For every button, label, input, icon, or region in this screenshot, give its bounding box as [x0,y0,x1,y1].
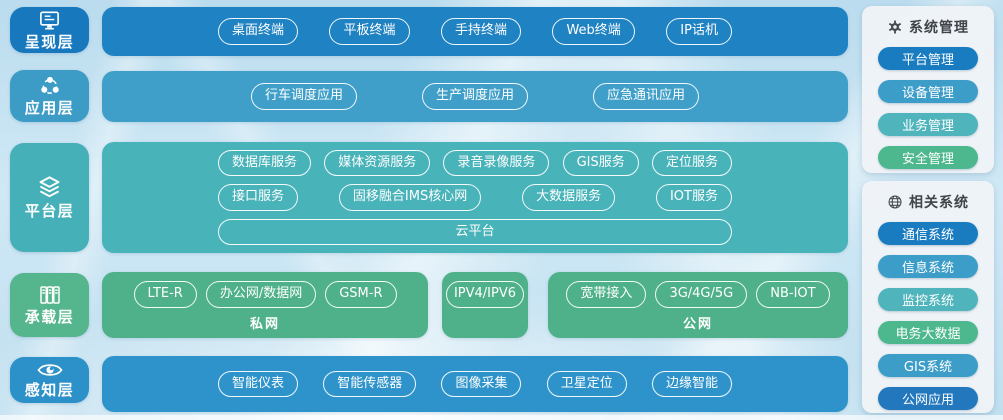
gis-system-button: GIS系统 [878,354,978,377]
application-pills: 行车调度应用 生产调度应用 应急通讯应用 [251,83,699,110]
pill-office-data-network: 办公网/数据网 [205,281,317,308]
pill-train-dispatch-app: 行车调度应用 [251,83,358,110]
layers-icon [36,174,63,201]
pill-edge-intelligence: 边缘智能 [651,370,732,398]
pill-iot-service: IOT服务 [655,184,732,211]
business-management-button: 业务管理 [878,113,978,136]
pill-interface-service: 接口服务 [218,184,299,211]
related-systems-panel: 相关系统 通信系统 信息系统 监控系统 电务大数据 GIS系统 公网应用 [862,181,994,413]
communication-system-button: 通信系统 [878,222,978,245]
related-systems-header: 相关系统 [887,192,969,212]
public-network-pills: 宽带接入 3G/4G/5G NB-IOT [566,281,830,308]
public-network-app-button: 公网应用 [878,387,978,410]
pill-production-dispatch-app: 生产调度应用 [421,83,528,110]
device-management-button: 设备管理 [878,80,978,103]
layer-label-text: 呈现层 [24,32,75,51]
presentation-pills: 桌面终端 平板终端 手持终端 Web终端 IP话机 [218,18,732,45]
electrical-big-data-button: 电务大数据 [878,321,978,344]
layer-label-perception: 感知层 [10,357,89,403]
pill-lte-r: LTE-R [133,281,197,308]
layer-label-text: 感知层 [24,381,75,400]
ip-protocol-pills: IPV4/IPV6 [445,281,525,308]
platform-pills-row2: 接口服务 固移融合IMS核心网 大数据服务 IOT服务 [218,184,732,211]
layer-label-presentation: 呈现层 [10,7,89,53]
eye-icon [36,360,63,380]
public-network-group: 宽带接入 3G/4G/5G NB-IOT 公网 [548,272,848,338]
gear-icon [887,19,903,35]
system-management-panel: 系统管理 平台管理 设备管理 业务管理 安全管理 [862,6,994,173]
monitoring-system-button: 监控系统 [878,288,978,311]
platform-management-button: 平台管理 [878,47,978,70]
platform-pills-row3: 云平台 [218,218,732,246]
pill-web-terminal: Web终端 [552,18,635,45]
monitor-icon [38,9,61,32]
ip-protocol-group: IPV4/IPV6 [442,272,528,338]
perception-row: 智能仪表 智能传感器 图像采集 卫星定位 边缘智能 [102,356,848,412]
layer-label-text: 平台层 [24,202,75,221]
pill-tablet-terminal: 平板终端 [329,18,410,45]
pill-ip-phone: IP话机 [666,18,732,45]
pill-ipv4-ipv6: IPV4/IPV6 [445,281,525,308]
platform-row: 数据库服务 媒体资源服务 录音录像服务 GIS服务 定位服务 接口服务 固移融合… [102,142,848,253]
pill-smart-sensor: 智能传感器 [323,370,417,398]
public-network-label: 公网 [682,316,713,332]
bearer-row: LTE-R 办公网/数据网 GSM-R 私网 IPV4/IPV6 宽带接入 3G… [102,272,848,338]
pill-desktop-terminal: 桌面终端 [218,18,299,45]
information-system-button: 信息系统 [878,255,978,278]
pill-broadband-access: 宽带接入 [566,281,647,308]
related-systems-title: 相关系统 [909,195,969,211]
pill-gsm-r: GSM-R [325,281,397,308]
system-management-header: 系统管理 [887,17,969,37]
pill-handheld-terminal: 手持终端 [440,18,521,45]
racks-icon [38,283,62,307]
pill-satellite-positioning: 卫星定位 [546,370,627,398]
application-row: 行车调度应用 生产调度应用 应急通讯应用 [102,71,848,122]
pill-big-data-service: 大数据服务 [522,184,616,211]
layer-label-application: 应用层 [10,70,89,122]
pill-cloud-platform: 云平台 [218,218,732,246]
layer-label-text: 承载层 [24,308,75,327]
network-nodes-icon [38,74,62,98]
layer-label-platform: 平台层 [10,143,89,252]
pill-positioning-service: 定位服务 [651,149,732,177]
pill-emergency-comms-app: 应急通讯应用 [592,83,699,110]
private-network-label: 私网 [249,316,280,332]
layer-label-text: 应用层 [24,99,75,118]
private-network-pills: LTE-R 办公网/数据网 GSM-R [133,281,397,308]
pill-recording-service: 录音录像服务 [443,149,550,177]
system-management-title: 系统管理 [909,20,969,36]
layer-label-bearer: 承载层 [10,273,89,337]
pill-gis-service: GIS服务 [562,149,639,177]
pill-image-capture: 图像采集 [441,370,522,398]
globe-icon [887,194,903,210]
pill-database-service: 数据库服务 [218,149,312,177]
private-network-group: LTE-R 办公网/数据网 GSM-R 私网 [102,272,428,338]
security-management-button: 安全管理 [878,146,978,169]
bottom-edge-strip [0,415,1003,420]
perception-pills: 智能仪表 智能传感器 图像采集 卫星定位 边缘智能 [218,370,732,398]
pill-ims-core-network: 固移融合IMS核心网 [338,184,482,211]
pill-3g4g5g: 3G/4G/5G [655,281,748,308]
pill-media-resource-service: 媒体资源服务 [324,149,431,177]
pill-nb-iot: NB-IOT [756,281,830,308]
pill-smart-meter: 智能仪表 [218,370,299,398]
presentation-row: 桌面终端 平板终端 手持终端 Web终端 IP话机 [102,7,848,56]
platform-pills-row1: 数据库服务 媒体资源服务 录音录像服务 GIS服务 定位服务 [218,149,732,177]
